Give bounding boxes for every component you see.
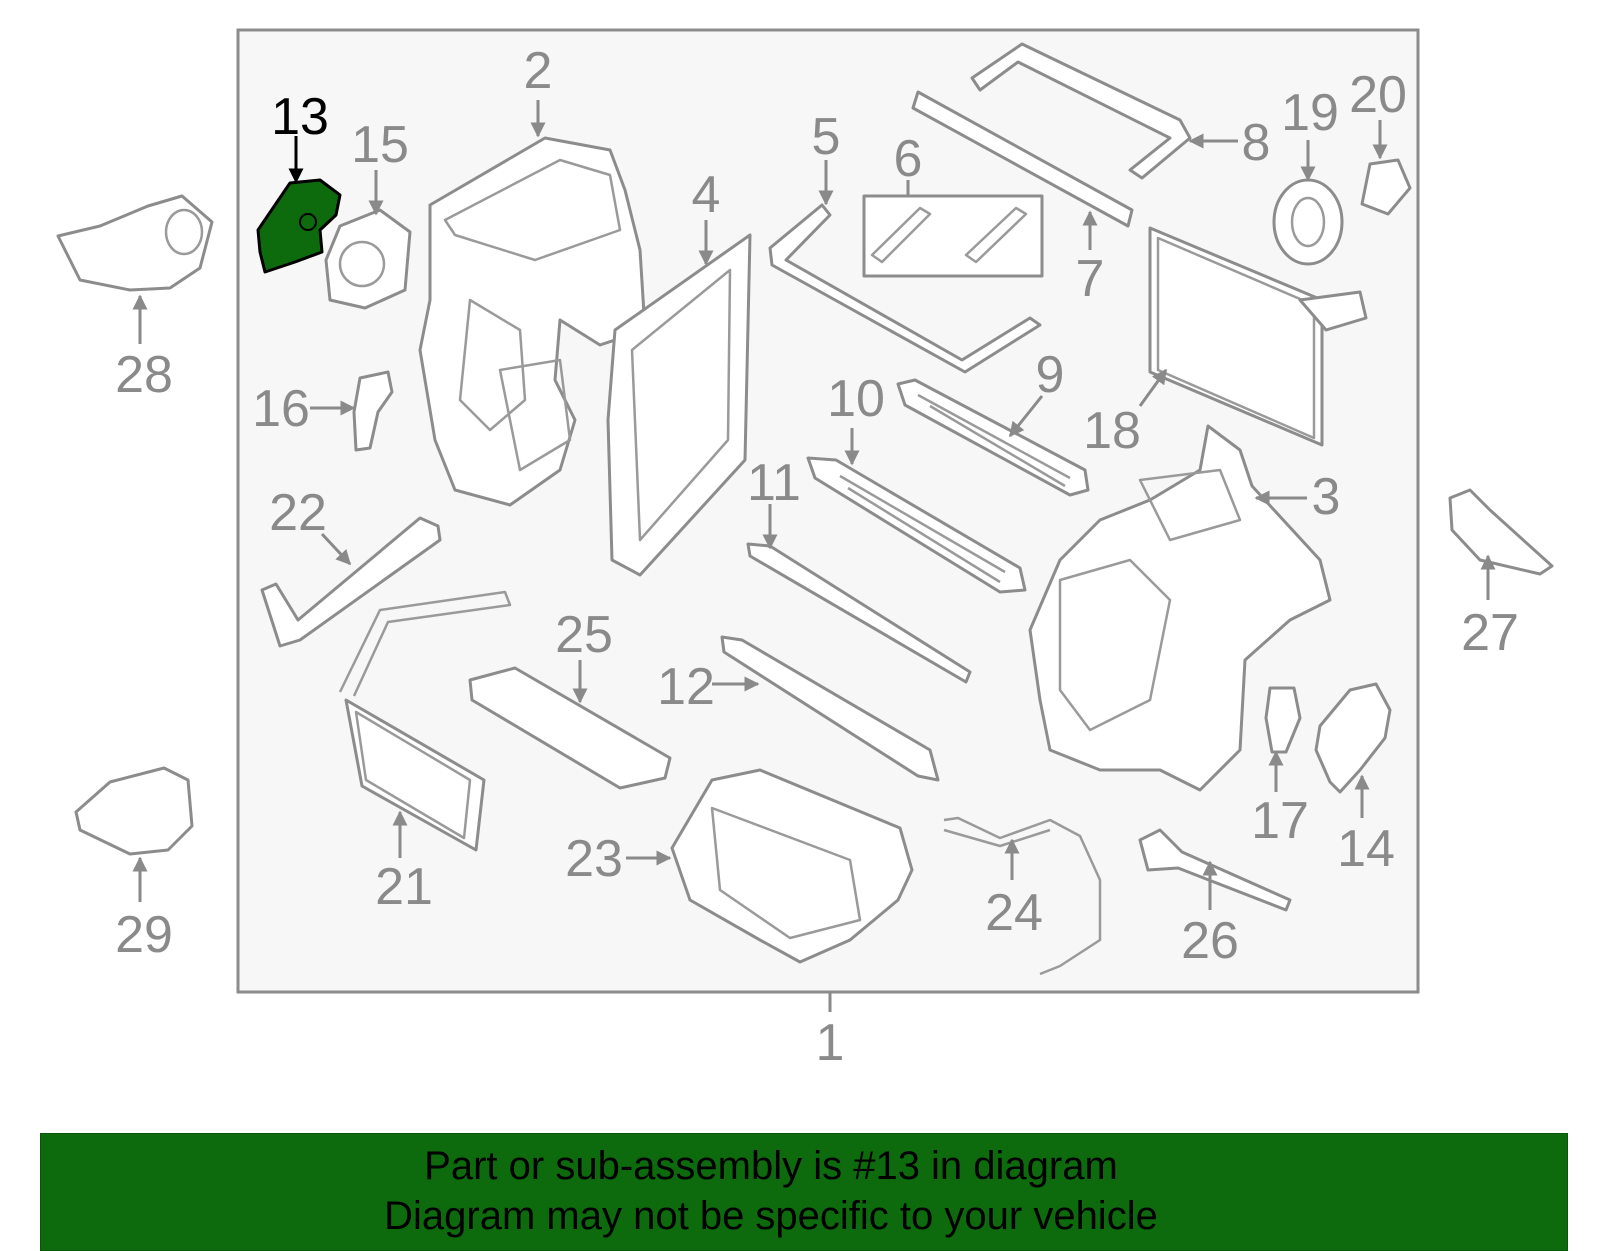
part-29-bracket[interactable]	[74, 766, 194, 856]
callout-7[interactable]: 7	[1076, 250, 1105, 308]
callout-23[interactable]: 23	[565, 830, 623, 888]
callout-16[interactable]: 16	[252, 380, 310, 438]
part-19-seal[interactable]	[1272, 178, 1344, 266]
callout-14[interactable]: 14	[1337, 820, 1395, 878]
part-4-panel[interactable]	[606, 233, 752, 577]
callout-26[interactable]: 26	[1181, 912, 1239, 970]
callout-24[interactable]: 24	[985, 884, 1043, 942]
callout-21[interactable]: 21	[375, 858, 433, 916]
callout-29[interactable]: 29	[115, 906, 173, 964]
callout-19[interactable]: 19	[1281, 84, 1339, 142]
callout-2[interactable]: 2	[524, 42, 553, 100]
callout-20[interactable]: 20	[1349, 66, 1407, 124]
callout-3[interactable]: 3	[1312, 468, 1341, 526]
part-3-lower-case[interactable]	[1028, 424, 1332, 792]
part-7-strip[interactable]	[911, 90, 1134, 228]
callout-27[interactable]: 27	[1461, 604, 1519, 662]
callout-6[interactable]: 6	[894, 130, 923, 188]
callout-17[interactable]: 17	[1251, 792, 1309, 850]
banner-disclaimer: Diagram may not be specific to your vehi…	[384, 1194, 1158, 1238]
callout-15[interactable]: 15	[351, 116, 409, 174]
part-10-grille[interactable]	[806, 456, 1027, 594]
callout-9[interactable]: 9	[1036, 346, 1065, 404]
part-5-seal[interactable]	[768, 203, 1042, 374]
part-2-upper-case[interactable]	[418, 136, 647, 507]
callout-5[interactable]: 5	[812, 108, 841, 166]
callout-4[interactable]: 4	[692, 166, 721, 224]
part-15-blower[interactable]	[324, 208, 412, 310]
part-13-actuator-selected[interactable]	[256, 178, 342, 274]
part-21-heater-core[interactable]	[338, 590, 512, 852]
part-23-housing[interactable]	[670, 768, 914, 964]
part-27-duct[interactable]	[1448, 488, 1554, 576]
leader-lines	[132, 100, 1496, 1012]
part-25-cover[interactable]	[468, 666, 672, 790]
callout-22[interactable]: 22	[269, 484, 327, 542]
part-14-actuator[interactable]	[1314, 682, 1392, 794]
callout-8[interactable]: 8	[1242, 114, 1271, 172]
callout-10[interactable]: 10	[827, 370, 885, 428]
part-24-hose[interactable]	[943, 816, 1102, 976]
part-28-duct[interactable]	[56, 194, 214, 292]
callout-labels: 1 2 3 4 5 6 7 8 9 10 11 12 13 14 15 16 1…	[115, 42, 1519, 1072]
part-9-grille[interactable]	[896, 378, 1090, 497]
part-6-filter-set[interactable]	[862, 194, 1044, 278]
part-18-evaporator[interactable]	[1148, 226, 1368, 447]
part-8-seal[interactable]	[970, 42, 1192, 180]
banner-part-note: Part or sub-assembly is #13 in diagram	[424, 1144, 1118, 1188]
info-banner: Part or sub-assembly is #13 in diagram D…	[40, 1133, 1568, 1251]
callout-28[interactable]: 28	[115, 346, 173, 404]
callout-1[interactable]: 1	[816, 1014, 845, 1072]
callout-12[interactable]: 12	[657, 658, 715, 716]
callout-18[interactable]: 18	[1083, 402, 1141, 460]
part-22-pipe[interactable]	[260, 516, 442, 648]
callout-11[interactable]: 11	[747, 454, 801, 512]
part-20-sensor[interactable]	[1360, 158, 1412, 216]
part-17-clip[interactable]	[1264, 686, 1302, 754]
callout-25[interactable]: 25	[555, 606, 613, 664]
callout-13[interactable]: 13	[271, 88, 329, 146]
part-12-strip[interactable]	[720, 635, 940, 782]
part-16-link[interactable]	[352, 370, 394, 452]
